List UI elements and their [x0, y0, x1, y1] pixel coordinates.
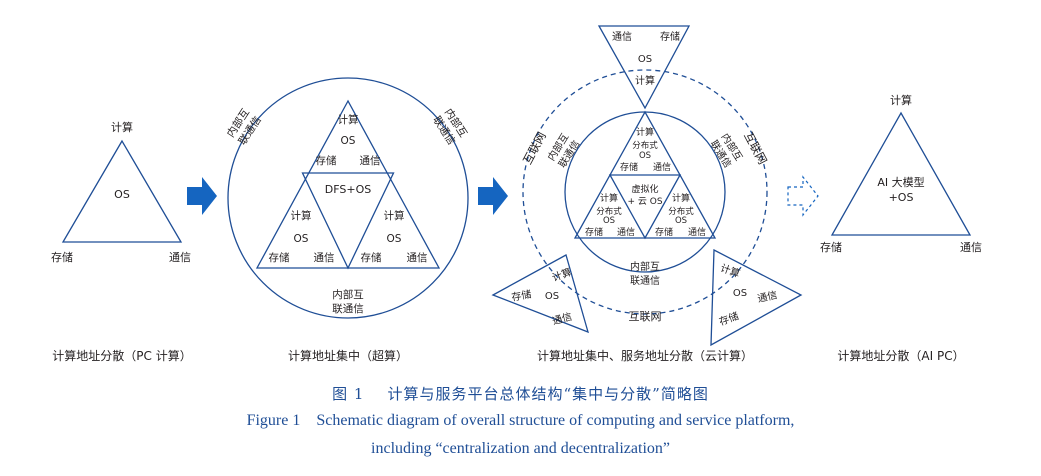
cloud-inner-bottom-label-1: 内部互 [630, 260, 660, 273]
super-arc-left-label: 内部互 联通信 [224, 106, 264, 147]
super-top-storage: 存储 [316, 154, 337, 167]
super-left-storage: 存储 [269, 251, 290, 264]
cloud-center-triangle [608, 174, 682, 240]
super-top-compute: 计算 [338, 113, 359, 126]
cloud-inner-left-dist: 分布式 [596, 206, 622, 217]
super-right-comm: 通信 [407, 252, 428, 264]
cloud-bl-comm: 通信 [551, 311, 573, 328]
pc-center-label: OS [114, 188, 130, 201]
cloud-top-outer-comm: 通信 [612, 31, 632, 43]
cloud-inner-right-compute: 计算 [672, 192, 690, 204]
arrow-right-icon [187, 177, 217, 215]
aipc-panel: 计算 AI 大模型 +OS 存储 通信 计算地址分散（AI PC） [820, 93, 982, 363]
cloud-br-storage: 存储 [717, 309, 740, 328]
pc-caption: 计算地址分散（PC 计算） [52, 348, 191, 363]
super-right-storage: 存储 [361, 251, 382, 264]
cloud-inner-right-dist: 分布式 [668, 206, 694, 217]
aipc-center-label-2: +OS [889, 191, 914, 204]
figure-caption-en-line1: Figure 1 Schematic diagram of overall st… [246, 412, 795, 429]
cloud-inner-left-comm: 通信 [617, 226, 635, 238]
super-right-compute: 计算 [384, 209, 405, 222]
figure-caption-cn: 图 1 计算与服务平台总体结构“集中与分散”简略图 [332, 385, 709, 403]
cloud-inner-right-os: OS [675, 216, 687, 226]
cloud-panel: 通信 存储 OS 计算 计算 分布式 OS 存储 通信 虚拟化 + 云 OS 计… [491, 25, 803, 363]
cloud-top-outer-storage: 存储 [660, 30, 680, 43]
cloud-internet-circle [522, 69, 768, 315]
aipc-right-label: 通信 [960, 241, 982, 254]
cloud-br-compute: 计算 [719, 261, 742, 280]
aipc-top-label: 计算 [890, 93, 912, 107]
cloud-inner-top-comm: 通信 [653, 161, 671, 173]
aipc-left-label: 存储 [820, 240, 842, 254]
super-left-compute: 计算 [291, 209, 312, 222]
pc-top-label: 计算 [111, 120, 133, 134]
figure-caption-en-line2: including “centralization and decentrali… [371, 440, 670, 457]
cloud-arc-inner-left-label: 内部互 联通信 [544, 131, 582, 170]
super-left-os: OS [294, 233, 309, 245]
cloud-top-outer-triangle [597, 25, 691, 110]
super-top-comm: 通信 [360, 155, 381, 167]
cloud-inner-top-os: OS [639, 151, 651, 161]
aipc-triangle [830, 111, 972, 236]
cloud-inner-right-comm: 通信 [688, 226, 706, 238]
super-dfs-os: DFS+OS [325, 183, 371, 196]
cloud-bl-storage: 存储 [510, 287, 532, 303]
super-right-os: OS [387, 233, 402, 245]
super-outer-circle [227, 77, 469, 319]
cloud-bl-compute: 计算 [550, 265, 573, 284]
cloud-inner-top-compute: 计算 [636, 126, 654, 138]
cloud-br-comm: 通信 [756, 289, 778, 305]
cloud-internet-bottom: 互联网 [629, 310, 662, 323]
cloud-internet-right: 互联网 [741, 130, 770, 167]
pc-triangle [61, 139, 183, 243]
cloud-inner-right-storage: 存储 [655, 226, 673, 238]
aipc-center-label-1: AI 大模型 [877, 175, 924, 189]
super-left-comm: 通信 [314, 252, 335, 264]
cloud-inner-bottom-label-2: 联通信 [630, 275, 660, 287]
dashed-arrow-right-icon [787, 175, 819, 217]
cloud-arc-inner-right-label: 内部互 联通信 [708, 131, 746, 170]
cloud-br-outer-triangle [710, 248, 803, 347]
supercomputing-panel: 计算 OS 存储 通信 DFS+OS 计算 OS 存储 通信 计算 OS 存储 … [224, 77, 470, 363]
cloud-top-outer-os: OS [638, 54, 652, 65]
cloud-bl-os: OS [545, 291, 559, 302]
super-bottom-label-1: 内部互 [332, 288, 364, 301]
cloud-caption: 计算地址集中、服务地址分散（云计算） [537, 348, 753, 363]
super-bottom-label-2: 联通信 [332, 303, 364, 315]
cloud-top-outer-compute: 计算 [635, 74, 655, 87]
cloud-inner-top-storage: 存储 [620, 161, 638, 173]
super-inner-triangle [301, 172, 395, 270]
super-top-os: OS [341, 135, 356, 147]
cloud-inner-top-dist: 分布式 [632, 140, 658, 151]
cloud-os-label: + 云 OS [627, 197, 662, 207]
cloud-internet-left: 互联网 [520, 130, 549, 167]
cloud-bl-outer-triangle [491, 254, 589, 334]
pc-right-label: 通信 [169, 251, 191, 264]
cloud-inner-left-storage: 存储 [585, 226, 603, 238]
cloud-inner-left-os: OS [603, 216, 615, 226]
cloud-br-os: OS [733, 288, 747, 299]
arrow-right-icon [478, 177, 508, 215]
super-caption: 计算地址集中（超算） [288, 348, 408, 363]
cloud-virtual-label: 虚拟化 [631, 183, 658, 195]
pc-left-label: 存储 [51, 250, 73, 264]
cloud-inner-left-compute: 计算 [600, 192, 618, 204]
architecture-diagram: .ln { fill:none; stroke:#1f4e96; stroke-… [51, 25, 982, 363]
aipc-caption: 计算地址分散（AI PC） [837, 348, 964, 363]
super-arc-right-label: 内部互 联通信 [430, 106, 470, 147]
pc-panel: 计算 OS 存储 通信 计算地址分散（PC 计算） [51, 120, 192, 363]
